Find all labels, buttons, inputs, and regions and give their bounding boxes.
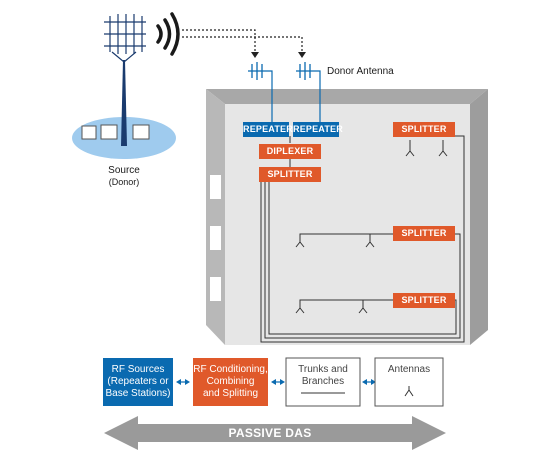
legend-rf-sources-text: RF Sources (Repeaters or Base Stations) [105, 364, 171, 399]
legend-box-trunks [285, 357, 361, 407]
passive-das-arrow [104, 416, 446, 450]
legend-box-rf-conditioning [193, 358, 268, 406]
antenna-legend-icon [404, 386, 414, 397]
building-right [470, 89, 488, 345]
legend-rf-conditioning-text: RF Conditioning, Combining and Splitting [193, 364, 268, 399]
building-front [225, 104, 470, 345]
building-window [210, 175, 221, 199]
legend-box-rf-sources [103, 358, 173, 406]
repeater-1-block: REPEATER [243, 122, 293, 137]
source-label: Source [108, 165, 140, 176]
building-side [206, 89, 225, 345]
source-house [100, 124, 118, 140]
link-arrowhead [251, 52, 259, 58]
repeater-2-block: REPEATER [293, 122, 343, 137]
signal-waves-icon [156, 12, 180, 56]
splitter-top-right-block: SPLITTER [393, 122, 455, 137]
legend-connector [176, 379, 376, 385]
legend-rf-sources: RF Sources (Repeaters or Base Stations) [103, 358, 173, 406]
building-window [210, 277, 221, 301]
source-house [132, 124, 150, 140]
legend-antennas-text: Antennas [387, 364, 431, 375]
link-arrowhead [298, 52, 306, 58]
indoor-antenna-icon [295, 150, 448, 314]
source-house [81, 125, 97, 140]
splitter-main-block: SPLITTER [259, 167, 321, 182]
trunk-cables [260, 135, 465, 343]
cell-tower [121, 60, 127, 146]
legend-rf-conditioning: RF Conditioning, Combining and Splitting [193, 358, 268, 406]
tower-antenna-array [104, 14, 146, 63]
legend-trunks-text: Trunks and Branches [298, 364, 348, 387]
diplexer-block: DIPLEXER [259, 144, 321, 159]
wireless-link [182, 29, 303, 52]
antenna-feed [268, 70, 321, 122]
building-roof [206, 89, 488, 104]
legend-antennas: Antennas [375, 358, 443, 406]
splitter-bottom-block: SPLITTER [393, 293, 455, 308]
passive-das-label: PASSIVE DAS [228, 426, 312, 440]
donor-antenna-icon [248, 62, 316, 80]
donor-antenna-label: Donor Antenna [327, 66, 394, 77]
splitter-middle-block: SPLITTER [393, 226, 455, 241]
building-window [210, 226, 221, 250]
legend-box-antennas [374, 357, 444, 407]
source-sublabel: (Donor) [108, 177, 140, 187]
legend-trunks: Trunks and Branches [286, 358, 360, 406]
